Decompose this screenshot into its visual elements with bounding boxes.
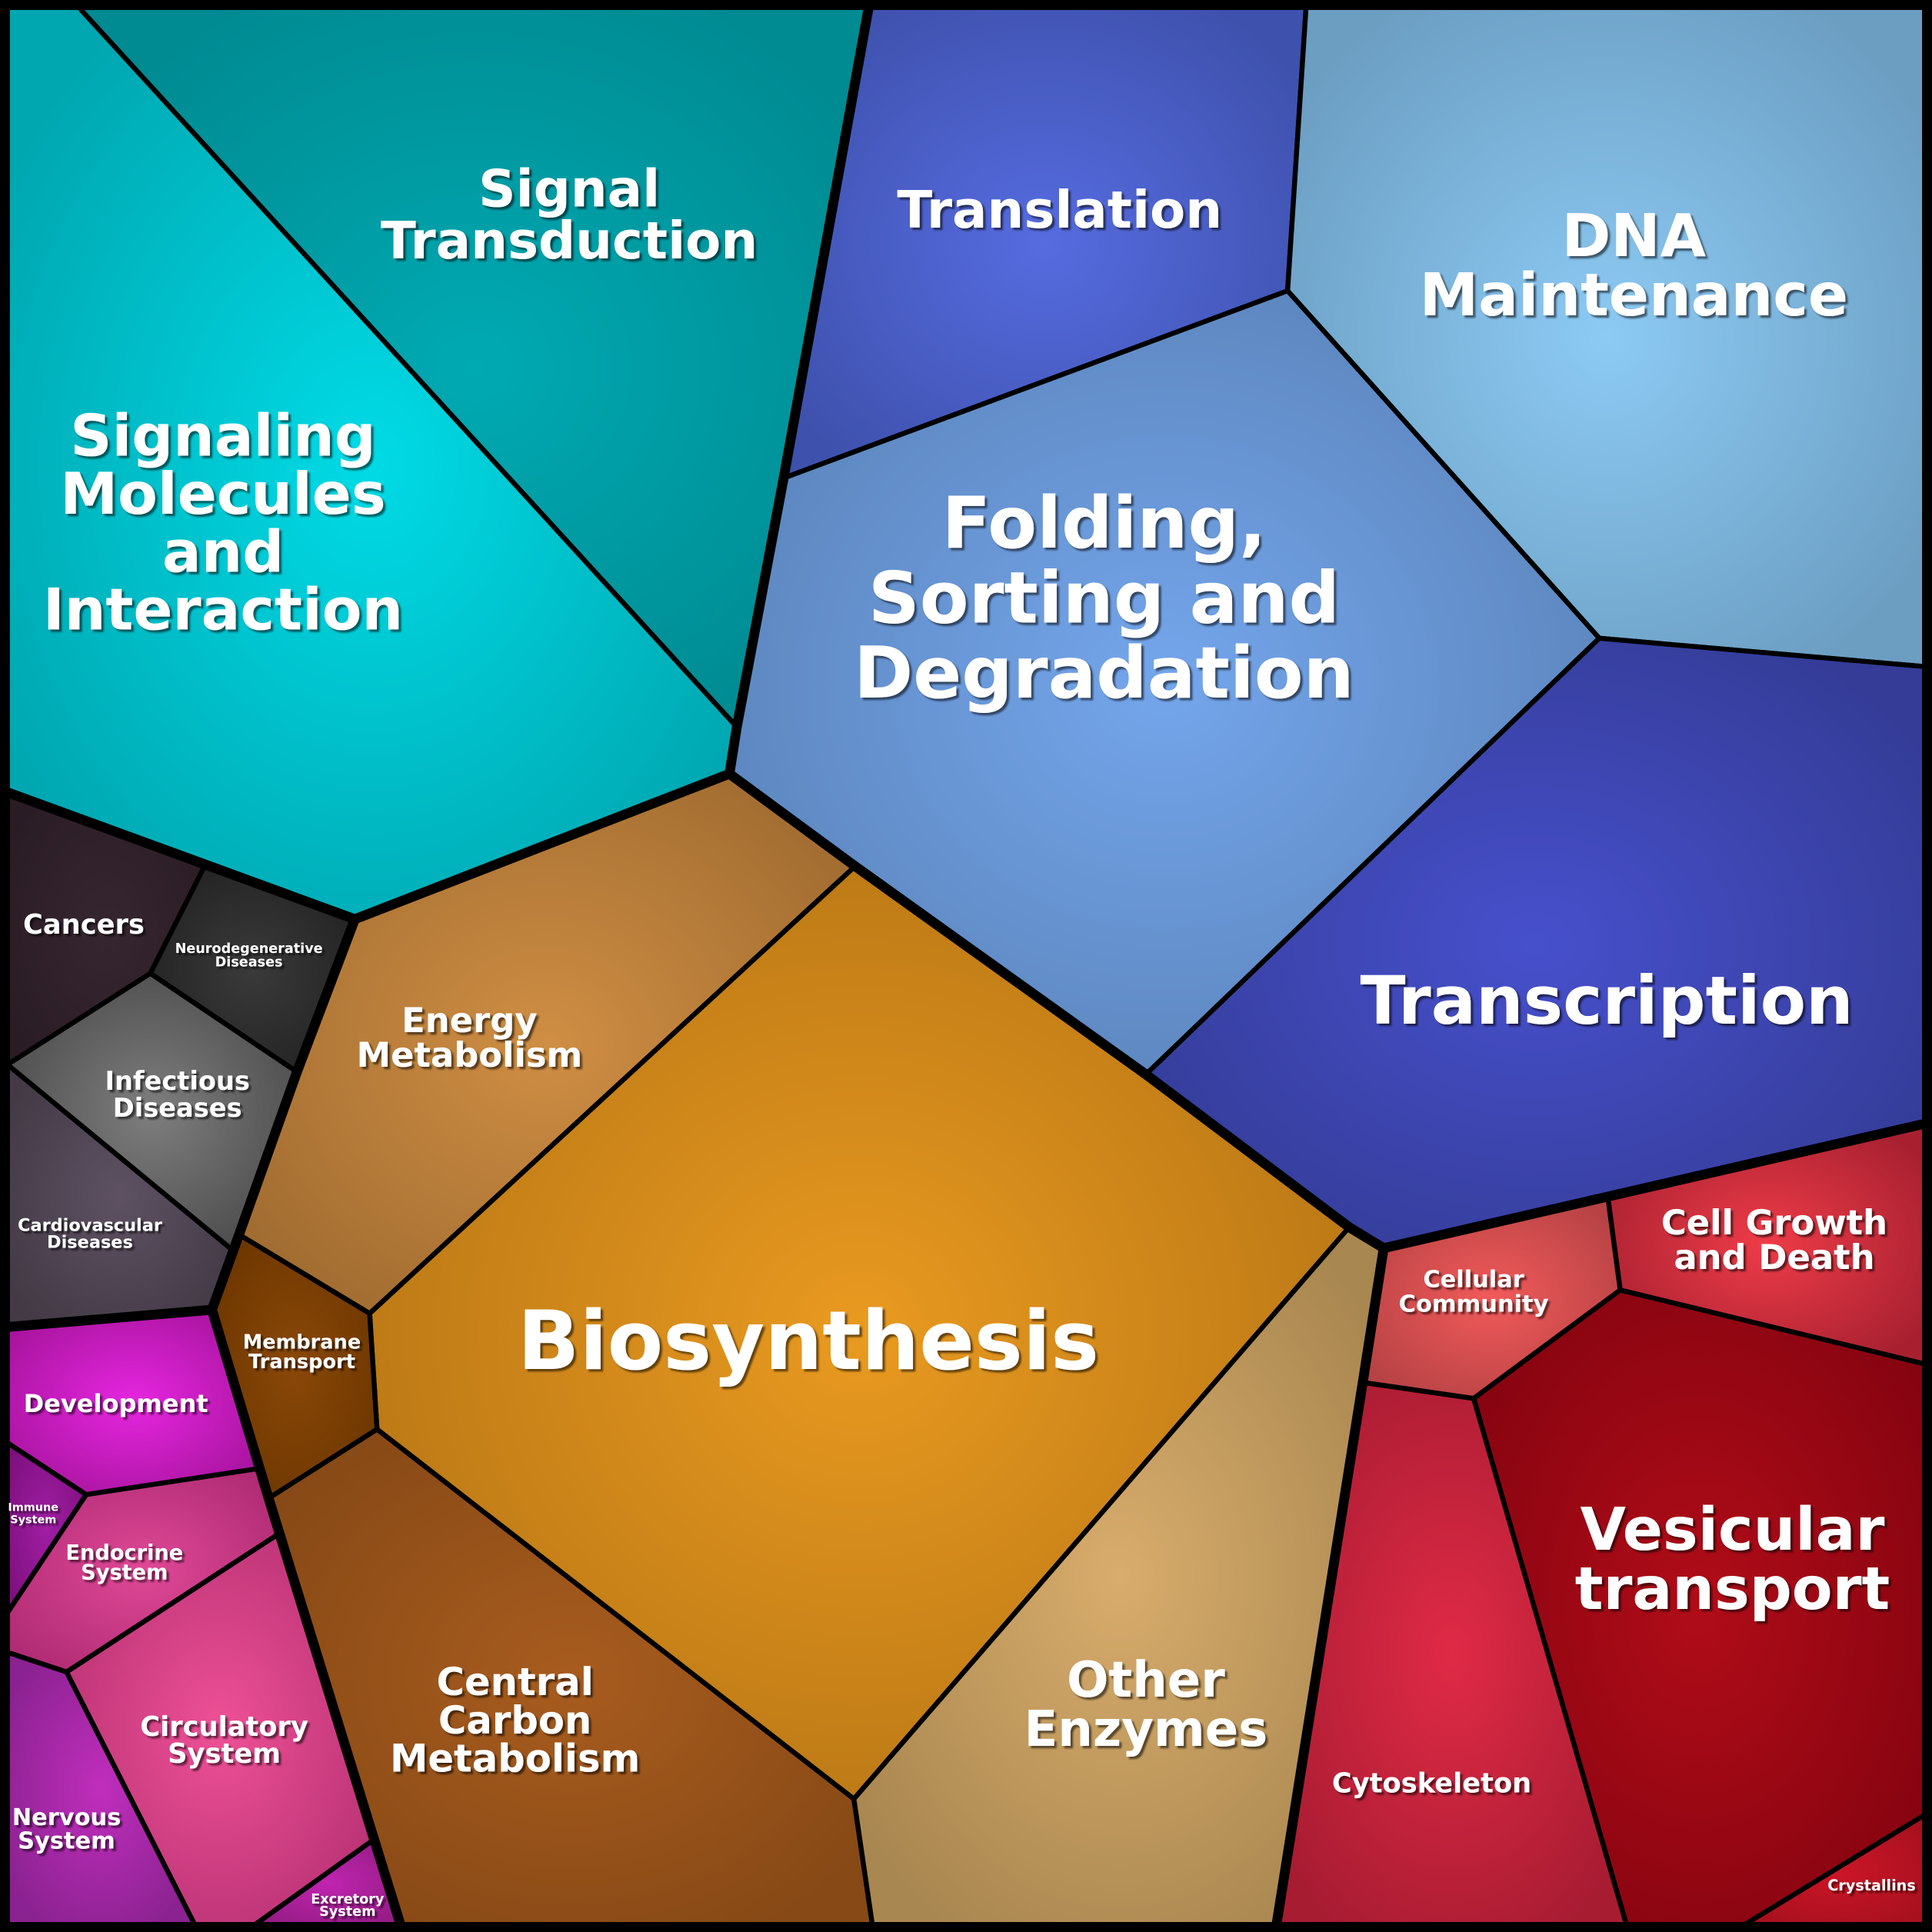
label-line: Crystallins (1827, 1877, 1916, 1894)
label-line: Cellular (1423, 1267, 1524, 1294)
label-line: Diseases (215, 955, 283, 971)
label-line: Cell Growth (1661, 1202, 1887, 1243)
label-line: System (18, 1827, 115, 1854)
label-line: DNA (1561, 202, 1706, 271)
label-line: Metabolism (356, 1034, 582, 1075)
label-line: Signal (478, 159, 660, 219)
label-line: Energy (401, 1000, 537, 1041)
label-line: Translation (897, 180, 1222, 240)
border-cellular-group (1271, 1243, 1389, 1930)
label-line: Diseases (113, 1093, 242, 1123)
label-line: Biosynthesis (518, 1294, 1099, 1388)
label-line: Endocrine (65, 1541, 183, 1565)
label-line: Central (437, 1660, 594, 1704)
label-development: Development (24, 1389, 208, 1418)
border-genetic-group (724, 768, 1930, 1254)
label-line: Interaction (43, 576, 403, 644)
label-line: Maintenance (1420, 261, 1848, 330)
label-line: Diseases (47, 1233, 133, 1253)
label-cancers: Cancers (23, 909, 145, 941)
label-line: Cardiovascular (18, 1215, 162, 1235)
label-line: Degradation (854, 631, 1354, 715)
label-line: Infectious (105, 1066, 249, 1096)
label-line: Excretory (311, 1892, 385, 1907)
label-translation: Translation (897, 180, 1222, 240)
label-line: Neurodegenerative (175, 941, 323, 957)
label-line: Membrane (243, 1331, 361, 1354)
label-line: Transcription (1361, 963, 1854, 1040)
label-biosynthesis: Biosynthesis (518, 1294, 1099, 1388)
label-line: System (10, 1514, 56, 1526)
label-line: Nervous (12, 1804, 122, 1831)
label-line: System (168, 1738, 281, 1770)
label-cytoskeleton: Cytoskeleton (1332, 1767, 1531, 1799)
label-line: and (162, 518, 284, 585)
label-line: Circulatory (140, 1711, 308, 1743)
label-line: Cancers (23, 909, 145, 941)
label-line: Carbon (438, 1698, 591, 1743)
label-line: Development (24, 1389, 208, 1418)
label-line: Community (1399, 1291, 1549, 1318)
label-line: Signaling (70, 402, 375, 470)
border-disease-group (2, 914, 360, 1332)
label-line: Sorting and (868, 557, 1340, 640)
label-line: Transduction (381, 211, 758, 271)
label-line: transport (1575, 1555, 1890, 1624)
label-line: Enzymes (1024, 1701, 1267, 1758)
label-line: Cytoskeleton (1332, 1767, 1531, 1799)
label-line: Transport (248, 1351, 355, 1374)
label-crystallins: Crystallins (1827, 1877, 1916, 1894)
border-organismal-group (207, 1304, 406, 1930)
cells-layer (5, 5, 1927, 1927)
label-line: Folding, (942, 481, 1267, 565)
label-line: System (81, 1561, 168, 1585)
label-line: Vesicular (1580, 1496, 1884, 1564)
label-transcription: Transcription (1361, 963, 1854, 1040)
label-line: Metabolism (390, 1736, 640, 1780)
label-line: Molecules (60, 460, 385, 528)
label-line: Immune (8, 1501, 58, 1514)
border-signaling-group (2, 2, 874, 924)
label-line: Other (1067, 1652, 1225, 1709)
label-line: System (319, 1904, 375, 1920)
label-line: and Death (1674, 1237, 1874, 1277)
